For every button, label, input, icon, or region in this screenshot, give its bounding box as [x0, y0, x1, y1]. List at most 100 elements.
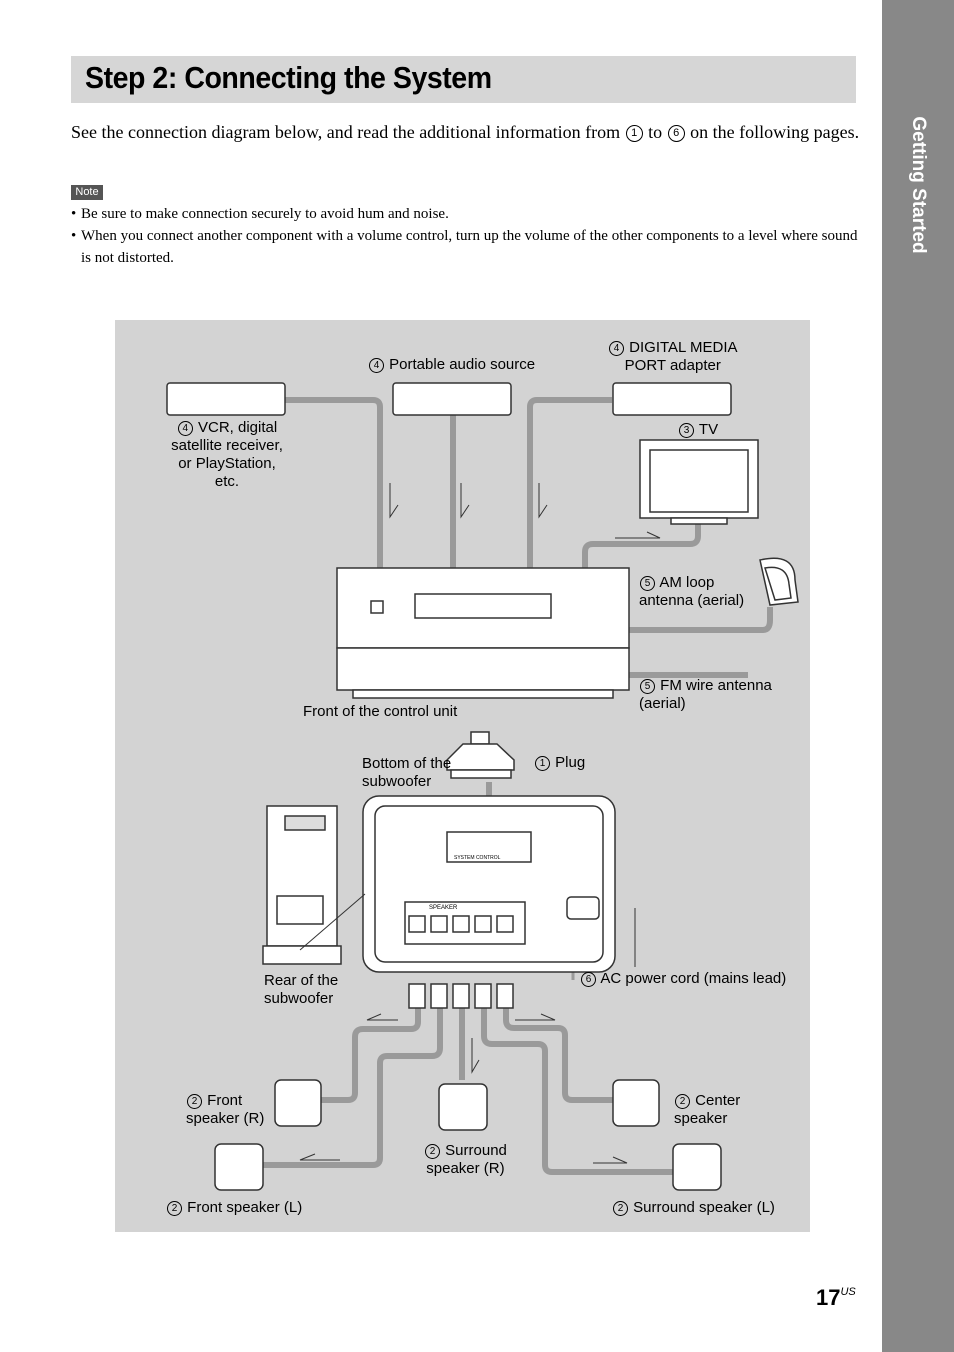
label-text: satellite receiver, [171, 437, 283, 454]
label-text: speaker [674, 1110, 728, 1127]
cable-am [627, 607, 773, 633]
label-text: speaker (R) [426, 1160, 505, 1177]
source-devices [166, 382, 732, 416]
label-text: DIGITAL MEDIA [629, 339, 738, 356]
cable-front-l [263, 1008, 443, 1168]
label-text: Surround [445, 1142, 507, 1159]
cable-vcr [285, 397, 383, 570]
page-title: Step 2: Connecting the System [85, 60, 492, 95]
label-text: speaker (R) [186, 1110, 265, 1127]
label-text: (aerial) [639, 695, 686, 712]
intro-to-word: to [648, 122, 663, 142]
circled-number: 3 [679, 423, 694, 438]
side-tab-label: Getting Started [908, 116, 929, 254]
label-text: or PlayStation, [178, 455, 276, 472]
note-item: When you connect another component with … [71, 225, 861, 269]
cable-tv [582, 518, 701, 570]
page-number-value: 17 [816, 1285, 841, 1310]
label-text: subwoofer [264, 990, 334, 1007]
arrow-down-icon [460, 483, 470, 519]
circled-number: 1 [535, 756, 550, 771]
cable-surround-l [481, 1008, 675, 1175]
label-text: Bottom of the [362, 755, 452, 772]
circled-number: 4 [177, 421, 193, 436]
am-antenna-icon [759, 557, 799, 606]
label-text: Rear of the [264, 972, 339, 989]
label-plug: 1 Plug [534, 754, 585, 772]
label-text: Plug [555, 754, 586, 771]
arrow-down-icon [471, 1038, 480, 1074]
cable-dmport [527, 397, 612, 570]
label-tv: 3 TV [678, 421, 718, 439]
label-text: PORT adapter [624, 357, 721, 374]
control-unit [336, 567, 630, 699]
arrow-left-icon [366, 1013, 398, 1021]
title-bar: Step 2: Connecting the System [71, 56, 856, 103]
arrow-down-icon [538, 483, 548, 519]
intro-paragraph: See the connection diagram below, and re… [71, 120, 861, 144]
note-badge: Note [71, 185, 103, 200]
label-text: Front [207, 1092, 243, 1109]
speaker-panel-label: SPEAKER [429, 905, 458, 911]
speaker-icon [214, 1079, 722, 1191]
circled-number: 2 [167, 1201, 182, 1216]
intro-text-before: See the connection diagram below, and re… [71, 122, 621, 142]
circled-number: 2 [675, 1094, 690, 1109]
dmport-device [612, 382, 732, 416]
circled-number: 2 [613, 1201, 628, 1216]
circled-number: 6 [667, 125, 685, 142]
circled-number: 4 [609, 341, 624, 356]
plug-icon [446, 731, 515, 779]
arrow-left-icon [299, 1153, 340, 1161]
circled-number: 1 [625, 125, 643, 142]
tv-icon [639, 439, 759, 525]
page-number: 17US [816, 1285, 856, 1311]
arrow-right-icon [515, 1013, 556, 1021]
label-portable-audio: 4 Portable audio source [368, 356, 535, 374]
label-front-control-unit: Front of the control unit [303, 703, 458, 720]
label-text: AM loop [659, 574, 715, 591]
rear-pointer [299, 893, 366, 951]
circled-number: 5 [640, 679, 655, 694]
arrow-right-icon [593, 1156, 628, 1164]
vcr-device [166, 382, 286, 416]
circled-number: 2 [187, 1094, 202, 1109]
circled-number: 4 [369, 358, 384, 373]
label-text: Front speaker (L) [187, 1199, 303, 1216]
diagram-drawing [166, 382, 799, 1191]
page-number-suffix: US [840, 1286, 856, 1298]
circled-number: 6 [581, 972, 596, 987]
label-surround-speaker-l: 2 Surround speaker (L) [612, 1199, 775, 1217]
side-tab [882, 0, 954, 1352]
label-front-speaker-l: 2 Front speaker (L) [166, 1199, 302, 1217]
label-text: Center [695, 1092, 741, 1109]
note-list: Be sure to make connection securely to a… [71, 203, 861, 269]
label-fm-antenna: 5 FM wire antenna(aerial) [639, 677, 772, 713]
circled-number: 5 [640, 576, 655, 591]
circled-number: 2 [425, 1144, 440, 1159]
speaker-plugs [408, 983, 514, 1009]
subwoofer-bottom [362, 795, 616, 973]
arrow-down-icon [389, 483, 399, 519]
intro-text-after: on the following pages. [690, 122, 860, 142]
label-text: FM wire antenna [660, 677, 772, 694]
label-text: subwoofer [362, 773, 432, 790]
label-text: antenna (aerial) [639, 592, 745, 609]
subwoofer-rear [262, 805, 342, 965]
arrow-right-icon [615, 531, 661, 539]
note-item: Be sure to make connection securely to a… [71, 203, 861, 225]
label-text: AC power cord (mains lead) [600, 970, 787, 987]
label-text: VCR, digital [197, 419, 278, 436]
direction-arrows [299, 483, 661, 1164]
label-text: TV [698, 421, 719, 438]
cable-center [503, 1008, 615, 1103]
label-ac-power-cord: 6 AC power cord (mains lead) [580, 970, 786, 988]
